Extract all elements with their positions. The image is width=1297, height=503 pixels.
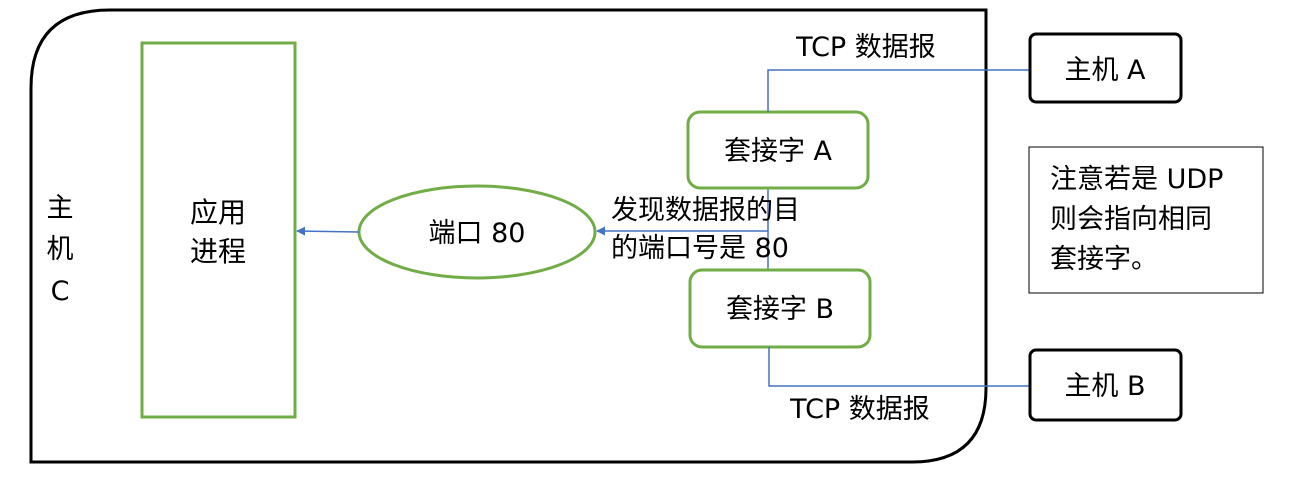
note-line-3: 套接字。 bbox=[1050, 244, 1158, 275]
socket-b-box bbox=[688, 268, 872, 349]
found-line-1: 发现数据报的目 bbox=[611, 195, 800, 226]
found-line-2: 的端口号是 80 bbox=[611, 233, 789, 264]
found-dest-port-text: 发现数据报的目 的端口号是 80 bbox=[611, 192, 851, 268]
host-b-box bbox=[1028, 348, 1183, 422]
port-80-label: 端口 80 bbox=[429, 218, 526, 249]
tcp-bottom-label: TCP 数据报 bbox=[789, 394, 930, 425]
host-a-label: 主机 A bbox=[1064, 55, 1146, 86]
socket-a-label: 套接字 A bbox=[724, 136, 833, 167]
host-c-label-2: 机 bbox=[47, 234, 74, 265]
note-line-2: 则会指向相同 bbox=[1050, 204, 1212, 235]
note-text: 注意若是 UDP 则会指向相同 套接字。 bbox=[1050, 160, 1260, 280]
tcp-top-label: TCP 数据报 bbox=[795, 32, 936, 63]
host-a-box bbox=[1028, 32, 1183, 104]
socket-a-box bbox=[686, 110, 870, 190]
host-c-label-1: 主 bbox=[47, 193, 74, 224]
app-process-box bbox=[140, 41, 297, 419]
app-process-label-2: 进程 bbox=[190, 235, 246, 268]
note-line-1: 注意若是 UDP bbox=[1050, 164, 1224, 195]
app-process-label-1: 应用 bbox=[190, 196, 246, 229]
arrow-port-to-app bbox=[296, 226, 360, 236]
host-b-label: 主机 B bbox=[1064, 371, 1145, 402]
tcp-line-top bbox=[767, 69, 1030, 112]
tcp-line-bottom bbox=[768, 347, 1030, 387]
socket-b-label: 套接字 B bbox=[726, 294, 834, 325]
host-c-boundary bbox=[29, 8, 988, 464]
host-c-label-3: C bbox=[51, 276, 70, 307]
note-box bbox=[1028, 146, 1264, 294]
